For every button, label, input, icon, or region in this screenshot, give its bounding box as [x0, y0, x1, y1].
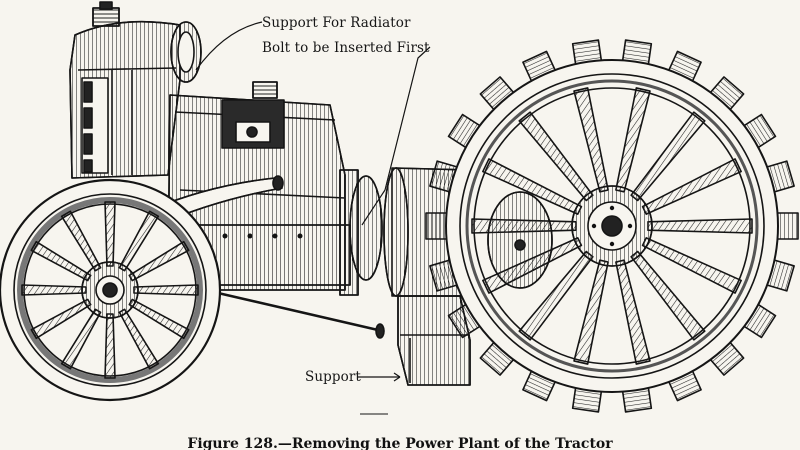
bolt-leader — [361, 46, 431, 226]
rear-wheel — [425, 39, 799, 413]
filler-box — [221, 81, 285, 149]
radiator — [69, 20, 181, 179]
radiator-leader — [195, 21, 263, 71]
spoke — [647, 218, 753, 234]
differential — [487, 191, 553, 289]
support-for-radiator-label: Support For Radiator — [262, 15, 411, 31]
leader-lines — [195, 21, 431, 382]
support-label: Support — [305, 369, 361, 385]
spoke — [133, 284, 199, 296]
starting-crank — [204, 288, 385, 339]
spoke — [104, 201, 116, 267]
spoke — [21, 284, 87, 296]
flywheel-flange — [339, 169, 383, 296]
spoke — [104, 313, 116, 379]
radiator-outlet-pipe — [170, 21, 202, 83]
radiator-filler-cap — [92, 1, 120, 27]
front-wheel — [0, 178, 222, 402]
figure-caption: Figure 128.—Removing the Power Plant of … — [187, 436, 613, 450]
bolt-inserted-first-label: Bolt to be Inserted First — [262, 40, 430, 56]
